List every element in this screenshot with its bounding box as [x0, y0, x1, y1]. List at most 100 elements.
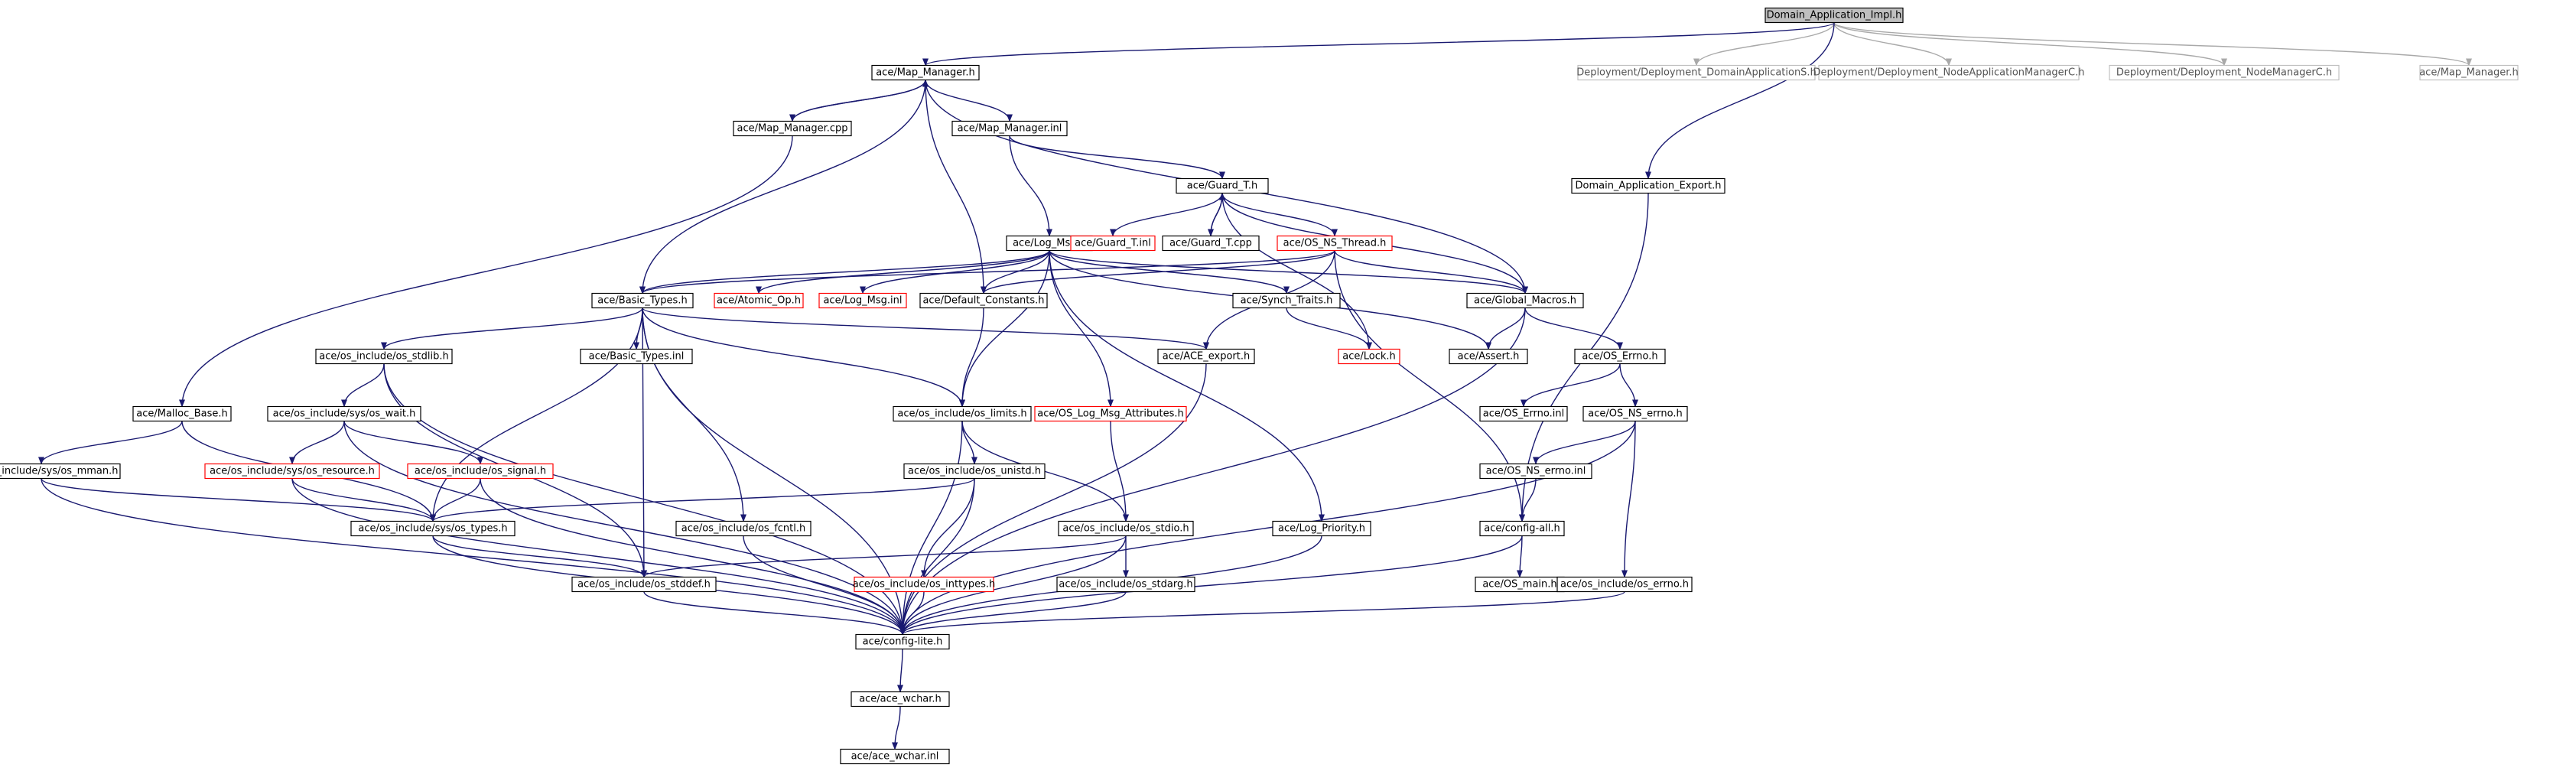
edge-osstdio-to-osstddef	[641, 535, 1127, 578]
node-ace-os-include-os-stdio-h[interactable]: ace/os_include/os_stdio.h	[1058, 520, 1194, 537]
node-label: ace/ace_wchar.inl	[851, 751, 939, 763]
node-box	[2419, 64, 2519, 81]
node-label: ace/ace_wchar.h	[859, 694, 942, 705]
node-ace-os-include-os-signal-h[interactable]: ace/os_include/os_signal.h	[407, 463, 554, 480]
node-ace-map-manager-h[interactable]: ace/Map_Manager.h	[2419, 64, 2519, 81]
node-ace-atomic-op-h[interactable]: ace/Atomic_Op.h	[714, 292, 804, 309]
edge-osunistd-to-osinttypes	[921, 478, 975, 578]
node-label: ace/Assert.h	[1458, 351, 1520, 363]
node-deployment-deployment-nodemanagerc-h[interactable]: Deployment/Deployment_NodeManagerC.h	[2109, 64, 2340, 81]
node-label: ace/Log_Msg.h	[1013, 238, 1086, 249]
node-ace-os-include-os-fcntl-h[interactable]: ace/os_include/os_fcntl.h	[675, 520, 812, 537]
node-ace-ace-wchar-h[interactable]: ace/ace_wchar.h	[851, 691, 950, 708]
node-ace-malloc-base-h[interactable]: ace/Malloc_Base.h	[132, 405, 232, 422]
node-label: ace/Basic_Types.h	[597, 295, 687, 307]
node-box	[1556, 576, 1693, 593]
node-ace-log-priority-h[interactable]: ace/Log_Priority.h	[1272, 520, 1371, 537]
node-ace-synch-traits-h[interactable]: ace/Synch_Traits.h	[1232, 292, 1341, 309]
node-box	[1764, 7, 1904, 24]
node-ace-os-main-h[interactable]: ace/OS_main.h	[1475, 576, 1565, 593]
node-box	[733, 120, 852, 137]
node-box	[0, 463, 121, 480]
node-box	[854, 576, 994, 593]
node-box	[919, 292, 1048, 309]
node-ace-map-manager-inl[interactable]: ace/Map_Manager.inl	[951, 120, 1068, 137]
node-label: ace/Malloc_Base.h	[136, 408, 228, 420]
node-domain-application-impl-h[interactable]: Domain_Application_Impl.h	[1764, 7, 1904, 24]
node-ace-assert-h[interactable]: ace/Assert.h	[1449, 348, 1528, 365]
node-box	[1571, 177, 1725, 194]
node-ace-basic-types-inl[interactable]: ace/Basic_Types.inl	[580, 348, 693, 365]
node-ace-os-ns-thread-h[interactable]: ace/OS_NS_Thread.h	[1277, 235, 1393, 252]
node-ace-lock-h[interactable]: ace/Lock.h	[1338, 348, 1400, 365]
node-ace-os-include-os-stdlib-h[interactable]: ace/os_include/os_stdlib.h	[315, 348, 453, 365]
node-box	[851, 691, 950, 708]
node-label: ace/OS_NS_errno.inl	[1486, 466, 1586, 477]
edge-osresource-to-ostypes	[291, 478, 436, 522]
node-ace-os-ns-errno-h[interactable]: ace/OS_NS_errno.h	[1582, 405, 1688, 422]
node-box	[350, 520, 516, 537]
edge-defconst-to-oslimits	[959, 307, 984, 408]
node-label: ace/Log_Msg.inl	[823, 295, 902, 307]
node-ace-os-include-sys-os-mman-h[interactable]: ace/os_include/sys/os_mman.h	[0, 463, 121, 480]
node-ace-log-msg-inl[interactable]: ace/Log_Msg.inl	[818, 292, 907, 309]
node-ace-os-include-os-limits-h[interactable]: ace/os_include/os_limits.h	[893, 405, 1032, 422]
edge-osmman-to-ostypes	[41, 477, 436, 522]
node-label: ace/OS_main.h	[1482, 579, 1556, 590]
node-box	[1058, 520, 1194, 537]
edge-mapmgrcpp-to-mapmgr	[792, 79, 929, 122]
node-ace-os-include-os-errno-h[interactable]: ace/os_include/os_errno.h	[1556, 576, 1693, 593]
node-ace-default-constants-h[interactable]: ace/Default_Constants.h	[919, 292, 1048, 309]
node-label: ace/os_include/sys/os_types.h	[358, 523, 507, 535]
node-ace-global-macros-h[interactable]: ace/Global_Macros.h	[1466, 292, 1584, 309]
edge-osnserrno-to-configlite	[899, 421, 1636, 636]
node-ace-os-include-os-stddef-h[interactable]: ace/os_include/os_stddef.h	[571, 576, 717, 593]
node-label: ace/Map_Manager.cpp	[737, 123, 848, 135]
node-ace-os-include-sys-os-resource-h[interactable]: ace/os_include/sys/os_resource.h	[204, 463, 380, 480]
node-ace-map-manager-cpp[interactable]: ace/Map_Manager.cpp	[733, 120, 852, 137]
edge-oserrnoh-to-configlite	[899, 590, 1625, 636]
edge-osstdarg-to-configlite	[899, 591, 1127, 636]
edge-oserrno-to-oserrnoinl	[1521, 363, 1621, 408]
node-ace-os-ns-errno-inl[interactable]: ace/OS_NS_errno.inl	[1479, 463, 1592, 480]
node-domain-application-export-h[interactable]: Domain_Application_Export.h	[1571, 177, 1725, 194]
edge-osnserrno-to-osnserrnoinl	[1533, 421, 1636, 465]
node-box	[267, 405, 421, 422]
node-deployment-deployment-domainapplications-h[interactable]: Deployment/Deployment_DomainApplicationS…	[1576, 64, 1817, 81]
node-ace-os-log-msg-attributes-h[interactable]: ace/OS_Log_Msg_Attributes.h	[1034, 405, 1187, 422]
node-ace-os-include-sys-os-types-h[interactable]: ace/os_include/sys/os_types.h	[350, 520, 516, 537]
node-ace-os-include-sys-os-wait-h[interactable]: ace/os_include/sys/os_wait.h	[267, 405, 421, 422]
node-ace-ace-export-h[interactable]: ace/ACE_export.h	[1157, 348, 1255, 365]
node-box	[1449, 348, 1528, 365]
node-ace-guard-t-cpp[interactable]: ace/Guard_T.cpp	[1162, 235, 1260, 252]
node-ace-map-manager-h[interactable]: ace/Map_Manager.h	[871, 64, 980, 81]
node-label: ace/Map_Manager.h	[876, 67, 975, 79]
edge-mapmgr-to-defconst	[925, 80, 987, 294]
node-box	[1070, 235, 1156, 252]
node-ace-guard-t-h[interactable]: ace/Guard_T.h	[1176, 177, 1269, 194]
node-ace-config-lite-h[interactable]: ace/config-lite.h	[855, 633, 950, 650]
edge-globalmacros-to-oserrno	[1524, 307, 1623, 350]
node-ace-os-errno-inl[interactable]: ace/OS_Errno.inl	[1479, 405, 1568, 422]
node-label: ace/Atomic_Op.h	[717, 295, 801, 307]
node-ace-ace-wchar-inl[interactable]: ace/ace_wchar.inl	[840, 748, 950, 765]
node-box	[1277, 235, 1393, 252]
edge-configall-to-osmain	[1517, 535, 1524, 578]
node-ace-os-include-os-stdarg-h[interactable]: ace/os_include/os_stdarg.h	[1056, 576, 1195, 593]
node-ace-os-include-os-unistd-h[interactable]: ace/os_include/os_unistd.h	[903, 463, 1046, 480]
node-ace-guard-t-inl[interactable]: ace/Guard_T.inl	[1070, 235, 1156, 252]
node-ace-os-errno-h[interactable]: ace/OS_Errno.h	[1574, 348, 1666, 365]
edge-mapmgrcpp-to-mallocbase	[179, 135, 793, 408]
node-label: ace/Guard_T.inl	[1075, 238, 1151, 249]
node-deployment-deployment-nodeapplicationmanagerc-h[interactable]: Deployment/Deployment_NodeApplicationMan…	[1813, 64, 2085, 81]
node-ace-basic-types-h[interactable]: ace/Basic_Types.h	[591, 292, 694, 309]
edge-osmman-to-configlite	[41, 478, 906, 636]
edge-acewchar-to-acewcharinl	[892, 706, 901, 750]
edge-oswait-to-osresource	[289, 421, 345, 465]
node-label: ace/os_include/os_stdlib.h	[319, 351, 448, 363]
edge-osresource-to-configlite	[291, 478, 906, 636]
node-label: ace/os_include/sys/os_mman.h	[0, 466, 118, 477]
edge-osnsthread-to-basictypes	[639, 249, 1335, 294]
node-ace-config-all-h[interactable]: ace/config-all.h	[1479, 520, 1565, 537]
node-ace-os-include-os-inttypes-h[interactable]: ace/os_include/os_inttypes.h	[853, 576, 996, 593]
